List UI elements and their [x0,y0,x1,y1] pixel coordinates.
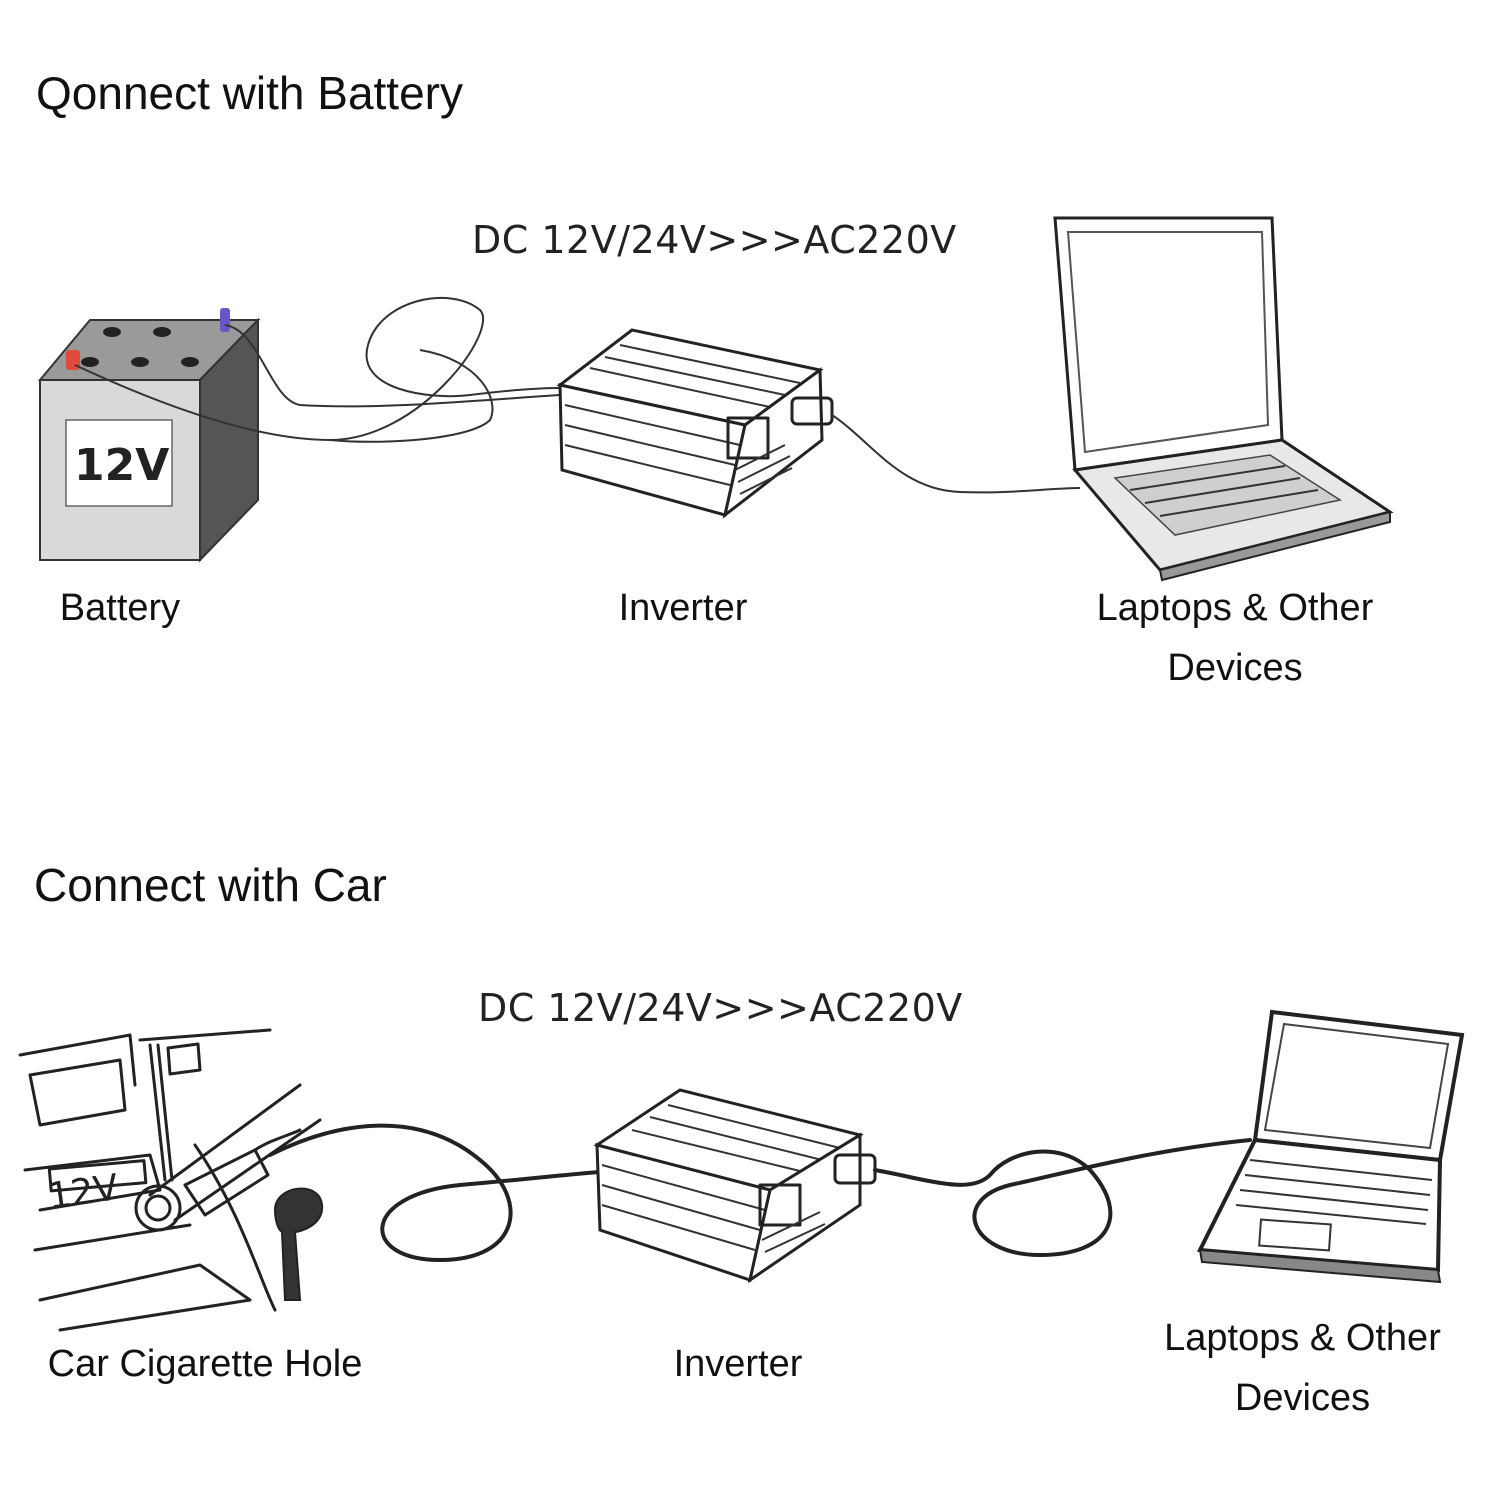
caption-devices-top-line2: Devices [1167,647,1303,689]
flow-label-car: DC 12V/24V>>>AC220V [478,986,963,1030]
flow-label-battery: DC 12V/24V>>>AC220V [472,218,957,262]
laptop-icon-bottom [1196,1009,1465,1284]
caption-devices-bottom-line2: Devices [1234,1377,1371,1419]
section-title-battery: Qonnect with Battery [36,67,463,119]
car-cable [268,1123,602,1262]
car-dashboard-icon [18,1028,324,1332]
section-title-car: Connect with Car [34,859,387,911]
cigarette-socket [134,1184,182,1232]
negative-terminal [220,308,230,332]
inverter-icon-top [556,328,834,519]
battery-icon [37,308,261,563]
inverter-icon-bottom [593,1088,877,1284]
battery-cable [74,296,561,443]
inverter-plug-top [790,396,834,426]
output-cable-top [831,414,1081,494]
laptop-icon-top [1053,216,1394,582]
caption-battery: Battery [59,587,181,629]
caption-devices-bottom-line1: Laptops & Other [1164,1317,1441,1359]
battery-voltage-label: 12V [74,440,170,491]
caption-inverter-top: Inverter [618,587,748,629]
output-cable-bottom [873,1138,1252,1257]
caption-inverter-bottom: Inverter [673,1343,803,1385]
caption-devices-top-line1: Laptops & Other [1096,587,1374,629]
caption-car-cigarette-hole: Car Cigarette Hole [47,1343,363,1385]
